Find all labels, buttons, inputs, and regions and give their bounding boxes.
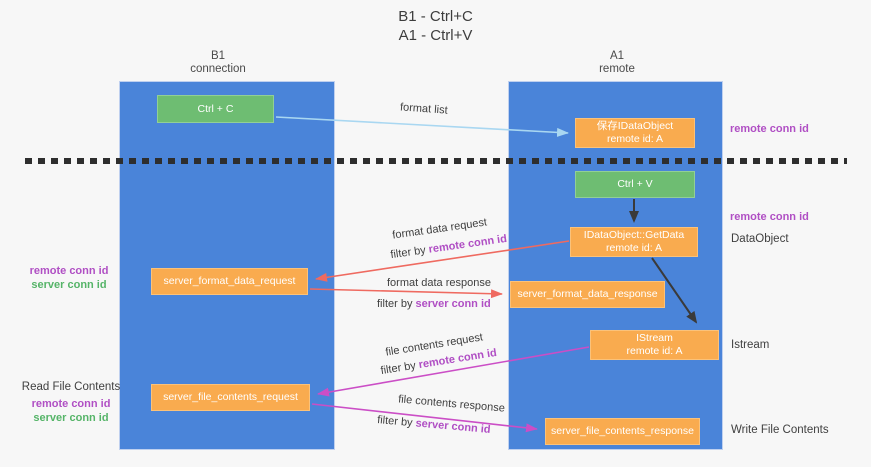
left-bottom-annotations: Read File Contents remote conn id server…: [11, 380, 131, 425]
write-file-contents-label: Write File Contents: [731, 424, 829, 436]
ctrl-c-node: Ctrl + C: [157, 95, 274, 123]
lifeline-a1-name: A1: [609, 50, 625, 62]
filter-by-server-conn-id-label-2: filter by server conn id: [377, 414, 491, 436]
istream-side-label: Istream: [731, 339, 770, 351]
remote-conn-id-top-label: remote conn id: [730, 123, 809, 135]
format-data-response-arrow: [309, 288, 503, 299]
left-mid-server-conn-id: server conn id: [31, 279, 107, 291]
remote-conn-id-mid-label: remote conn id: [730, 211, 809, 223]
lifeline-b1-role: connection: [190, 63, 246, 75]
server-format-data-request-node: server_format_data_request: [151, 268, 308, 295]
server-format-data-response-label: server_format_data_response: [517, 288, 658, 300]
left-bottom-server-conn-id: server conn id: [33, 412, 109, 424]
getdata-line2: remote id: A: [605, 242, 663, 254]
diagram-title: B1 - Ctrl+C A1 - Ctrl+V: [0, 7, 871, 45]
filter-by-text: filter by: [377, 298, 413, 310]
read-file-contents-label: Read File Contents: [21, 381, 121, 393]
server-file-contents-response-node: server_file_contents_response: [545, 418, 700, 445]
lifeline-header-b1: B1 connection: [158, 50, 278, 76]
file-contents-response-label: file contents response: [397, 393, 506, 415]
save-idataobject-line1: 保存IDataObject: [596, 120, 674, 132]
left-mid-annotations: remote conn id server conn id: [9, 264, 129, 292]
getdata-line1: IDataObject::GetData: [583, 229, 685, 241]
istream-line1: IStream: [636, 332, 673, 344]
istream-line2: remote id: A: [626, 345, 683, 357]
server-file-contents-response-label: server_file_contents_response: [550, 425, 694, 437]
filter-server-conn-id-value: server conn id: [415, 298, 491, 310]
format-data-response-label: format data response: [387, 277, 491, 289]
ctrl-v-node: Ctrl + V: [575, 171, 695, 198]
istream-node: IStream remote id: A: [590, 330, 719, 360]
filter-by-text: filter by: [389, 244, 427, 262]
left-mid-remote-conn-id: remote conn id: [29, 265, 109, 277]
left-bottom-remote-conn-id: remote conn id: [31, 398, 111, 410]
lifeline-a1-role: remote: [599, 63, 635, 75]
filter-remote-conn-id-value: remote conn id: [427, 232, 508, 256]
dataobject-label: DataObject: [731, 233, 789, 245]
format-list-label: format list: [399, 101, 449, 117]
title-line-1: B1 - Ctrl+C: [398, 8, 473, 25]
lifeline-header-a1: A1 remote: [557, 50, 677, 76]
ctrl-v-label: Ctrl + V: [617, 178, 653, 190]
ctrl-c-label: Ctrl + C: [197, 102, 234, 115]
title-line-2: A1 - Ctrl+V: [398, 27, 473, 44]
phase-divider-dashed-line: [25, 158, 847, 164]
save-idataobject-line2: remote id: A: [606, 133, 664, 145]
filter-by-server-conn-id-label-1: filter by server conn id: [377, 298, 491, 310]
lifeline-b1-name: B1: [210, 50, 226, 62]
filter-by-text: filter by: [376, 414, 414, 430]
idataobject-getdata-node: IDataObject::GetData remote id: A: [570, 227, 698, 257]
server-format-data-request-label: server_format_data_request: [163, 275, 296, 287]
filter-server-conn-id-value: server conn id: [415, 417, 492, 436]
save-idataobject-node: 保存IDataObject remote id: A: [575, 118, 695, 148]
server-format-data-response-node: server_format_data_response: [510, 281, 665, 308]
server-file-contents-request-node: server_file_contents_request: [151, 384, 310, 411]
server-file-contents-request-label: server_file_contents_request: [163, 391, 298, 403]
filter-by-text: filter by: [379, 359, 417, 378]
